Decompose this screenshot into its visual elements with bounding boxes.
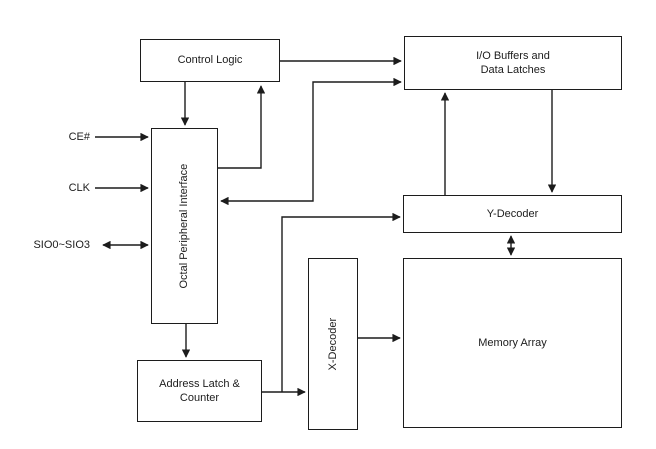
io-buffers-data-latches-label: I/O Buffers and Data Latches (476, 49, 550, 76)
memory-array-label: Memory Array (478, 336, 547, 349)
pin-label-ce: CE# (68, 131, 90, 143)
pin-label-clk: CLK (68, 182, 90, 194)
octal-peripheral-interface-block: Octal Peripheral Interface (151, 128, 218, 324)
x-decoder-label: X-Decoder (326, 317, 339, 371)
control-logic-label: Control Logic (177, 54, 243, 67)
x-decoder-block: X-Decoder (308, 258, 358, 430)
y-decoder-block: Y-Decoder (403, 195, 622, 233)
connector-opi-io-buffers-bidirectional (220, 77, 402, 206)
connector-opi-to-control-logic (218, 85, 266, 169)
address-latch-counter-label: Address Latch & Counter (159, 377, 240, 404)
io-buffers-data-latches-block: I/O Buffers and Data Latches (404, 36, 622, 90)
memory-array-block: Memory Array (403, 258, 622, 428)
control-logic-block: Control Logic (140, 39, 280, 82)
address-latch-counter-block: Address Latch & Counter (137, 360, 262, 422)
connector-address-latch-to-y-decoder (281, 212, 401, 392)
octal-peripheral-interface-label: Octal Peripheral Interface (178, 163, 191, 289)
pin-label-sio: SIO0~SIO3 (33, 239, 90, 251)
y-decoder-label: Y-Decoder (486, 207, 539, 220)
